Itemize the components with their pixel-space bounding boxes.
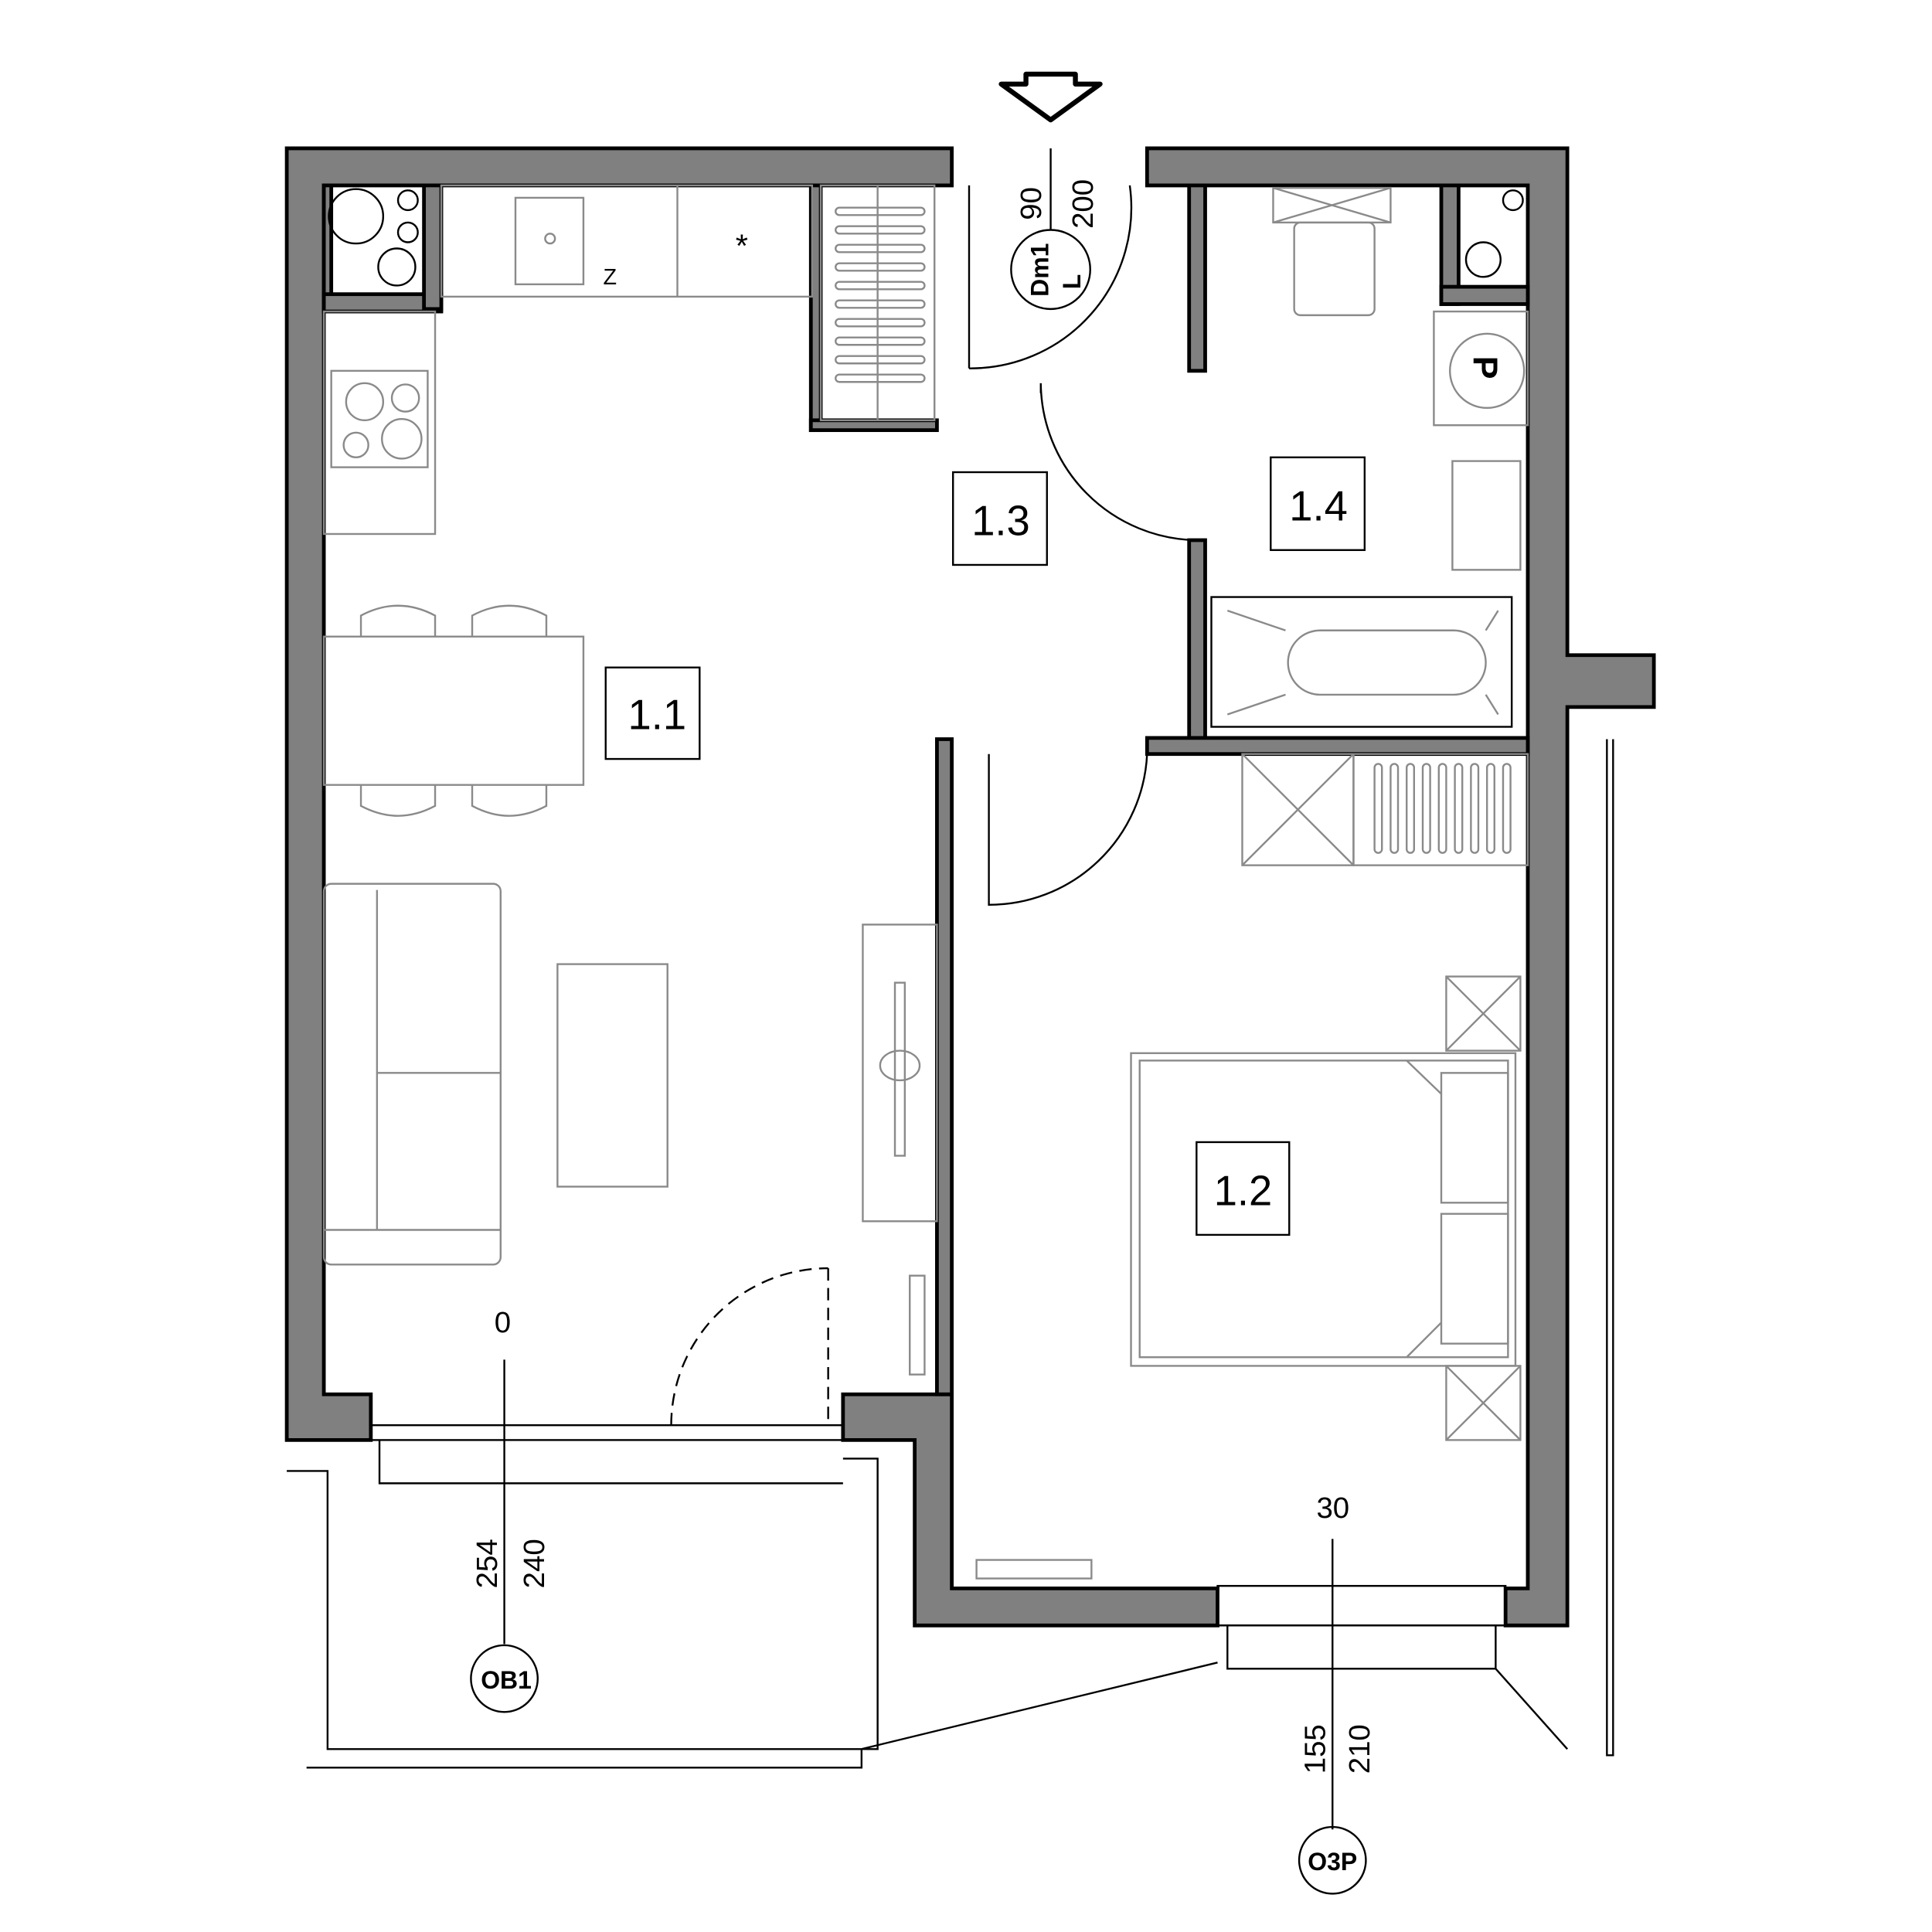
hanger — [1470, 763, 1480, 854]
bedroom-window-width: 155 — [1299, 1724, 1332, 1774]
room-label-1-4: 1.4 — [1270, 456, 1366, 551]
entrance-arrow-icon — [998, 71, 1103, 123]
shelf — [835, 262, 926, 272]
kitchen-furniture: Z * — [322, 184, 936, 536]
bathroom-fixtures — [1210, 186, 1529, 728]
entrance-door-tag-hand: L — [1058, 274, 1086, 290]
dining-table — [322, 604, 585, 817]
shelf — [835, 318, 926, 328]
bathroom-symbol: P — [1466, 356, 1505, 379]
room-label-1-3: 1.3 — [952, 471, 1048, 566]
bedroom-window — [1216, 739, 1614, 1895]
shelf — [835, 206, 926, 216]
svg-text:1.4: 1.4 — [1289, 482, 1348, 529]
svg-text:*: * — [736, 228, 748, 264]
hanger — [1454, 763, 1464, 854]
hanger — [1485, 763, 1495, 854]
bedroom-window-tag: O3P — [1308, 1848, 1357, 1876]
shelf — [835, 299, 926, 309]
hanger — [1373, 763, 1383, 854]
entrance-door — [968, 148, 1133, 369]
hanger — [1406, 763, 1416, 854]
shelf — [835, 243, 926, 253]
shelf — [835, 336, 926, 346]
shelf — [835, 281, 926, 291]
room-label-1-2: 1.2 — [1196, 1141, 1291, 1236]
shelf — [835, 225, 926, 235]
svg-text:1.2: 1.2 — [1214, 1168, 1273, 1215]
living-furniture — [322, 883, 938, 1376]
svg-text:1.1: 1.1 — [628, 692, 687, 739]
bathroom-door — [1039, 383, 1197, 542]
bedroom-door — [988, 753, 1148, 906]
entrance-door-tag-type: Dm1 — [1026, 243, 1053, 297]
shelf — [835, 355, 926, 365]
svg-text:Z: Z — [604, 265, 617, 290]
balcony-window-height: 240 — [518, 1539, 551, 1588]
hanger — [1421, 763, 1431, 854]
bedroom-window-height: 210 — [1343, 1724, 1376, 1774]
hanger — [1389, 763, 1400, 854]
svg-text:1.3: 1.3 — [971, 498, 1030, 545]
hanger — [1437, 763, 1447, 854]
room-label-1-1: 1.1 — [604, 666, 701, 760]
balcony-window-width: 254 — [471, 1539, 504, 1588]
bedroom-window-sill: 30 — [1316, 1492, 1349, 1525]
bedroom-furniture — [975, 753, 1529, 1580]
shelf — [835, 373, 926, 383]
entrance-door-height: 200 — [1066, 179, 1100, 229]
walls — [284, 146, 1656, 1628]
hanger — [1502, 763, 1512, 854]
balcony-door — [287, 1267, 1218, 1769]
wardrobe-shelves — [835, 206, 1512, 854]
entrance-door-width: 90 — [1015, 187, 1048, 220]
balcony-window-tag: OB1 — [481, 1666, 532, 1694]
balcony-window-sill: 0 — [495, 1306, 511, 1339]
